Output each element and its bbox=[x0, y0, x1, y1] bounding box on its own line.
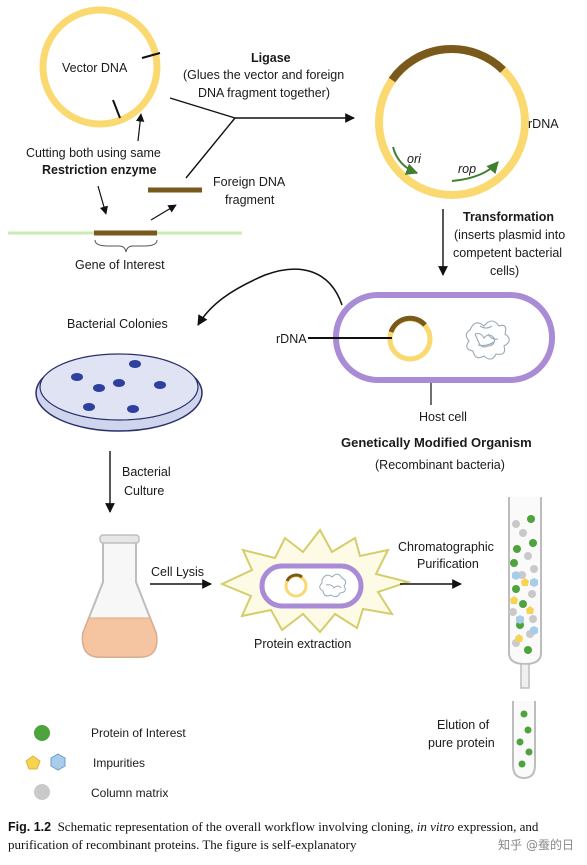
erlenmeyer-flask-icon bbox=[81, 534, 158, 658]
impurity-blue-swatch bbox=[50, 753, 66, 771]
gmo-subtitle: (Recombinant bacteria) bbox=[375, 458, 505, 472]
legend-protein-of-interest: Protein of Interest bbox=[91, 726, 186, 740]
cell-lysis-label: Cell Lysis bbox=[151, 565, 204, 579]
caption-fig-label: Fig. 1.2 bbox=[8, 820, 52, 834]
vector-dna-label: Vector DNA bbox=[62, 61, 128, 75]
transformation-title: Transformation bbox=[463, 210, 554, 224]
protein-of-interest-swatch bbox=[34, 725, 50, 741]
test-tube-icon bbox=[512, 701, 536, 780]
cloning-workflow-diagram: Vector DNA Cutting both using same Restr… bbox=[8, 6, 565, 800]
bacterial-culture-line1: Bacterial bbox=[122, 465, 171, 479]
bacterial-culture-line2: Culture bbox=[124, 484, 164, 498]
host-cell bbox=[308, 292, 555, 405]
bacterial-colonies-label: Bacterial Colonies bbox=[67, 317, 168, 331]
host-genome-line bbox=[8, 230, 242, 253]
transformation-desc-line2: competent bacterial bbox=[453, 246, 562, 260]
transformation-desc-line1: (inserts plasmid into bbox=[454, 228, 565, 242]
rop-label: rop bbox=[458, 162, 476, 176]
ori-label: ori bbox=[407, 152, 422, 166]
legend-impurities: Impurities bbox=[93, 756, 145, 770]
gmo-title: Genetically Modified Organism bbox=[341, 435, 532, 450]
legend-column-matrix: Column matrix bbox=[91, 786, 168, 800]
caption-text-a: Schematic representation of the overall … bbox=[57, 819, 414, 834]
column-beads bbox=[509, 515, 538, 654]
foreign-dna-label-line1: Foreign DNA bbox=[213, 175, 286, 189]
elution-label-line2: pure protein bbox=[428, 736, 495, 750]
column-matrix-swatch bbox=[34, 784, 50, 800]
ligase-desc-line2: DNA fragment together) bbox=[198, 86, 330, 100]
rdna-plasmid bbox=[375, 44, 529, 199]
lysed-cell-icon bbox=[219, 528, 412, 634]
rdna-plasmid-label: rDNA bbox=[528, 117, 559, 131]
ligase-title: Ligase bbox=[251, 51, 291, 65]
protein-extraction-label: Protein extraction bbox=[254, 637, 351, 651]
arrow-to-colonies bbox=[197, 268, 343, 326]
restriction-enzyme-label: Restriction enzyme bbox=[42, 163, 157, 177]
host-cell-label: Host cell bbox=[419, 410, 467, 424]
legend: Protein of Interest Impurities Column ma… bbox=[25, 725, 186, 800]
petri-dish-icon bbox=[35, 353, 203, 432]
ligase-connector bbox=[169, 97, 355, 179]
gene-of-interest-label: Gene of Interest bbox=[75, 258, 165, 272]
arrow-to-fragment bbox=[150, 204, 177, 221]
cutting-label-line1: Cutting both using same bbox=[26, 146, 161, 160]
watermark: 知乎 @蚕的日 bbox=[495, 836, 577, 853]
ligase-desc-line1: (Glues the vector and foreign bbox=[183, 68, 344, 82]
figure-caption: Fig. 1.2 Schematic representation of the… bbox=[8, 818, 583, 853]
rdna-cell-label: rDNA bbox=[276, 332, 307, 346]
arrow-to-vector bbox=[135, 113, 145, 142]
arrow-to-gene bbox=[97, 185, 108, 215]
impurity-yellow-swatch bbox=[25, 755, 41, 770]
bacterial-colonies bbox=[71, 360, 166, 413]
transformation-desc-line3: cells) bbox=[490, 264, 519, 278]
chromatographic-label-line1: Chromatographic bbox=[398, 540, 494, 554]
caption-text-b: expression, and purification of recombin… bbox=[8, 819, 539, 852]
caption-text-italic: in vitro bbox=[416, 819, 455, 834]
elution-label-line1: Elution of bbox=[437, 718, 490, 732]
vector-dna-plasmid bbox=[39, 6, 161, 128]
chromatographic-label-line2: Purification bbox=[417, 557, 479, 571]
chromatography-column-icon bbox=[508, 497, 542, 689]
foreign-dna-label-line2: fragment bbox=[225, 193, 275, 207]
